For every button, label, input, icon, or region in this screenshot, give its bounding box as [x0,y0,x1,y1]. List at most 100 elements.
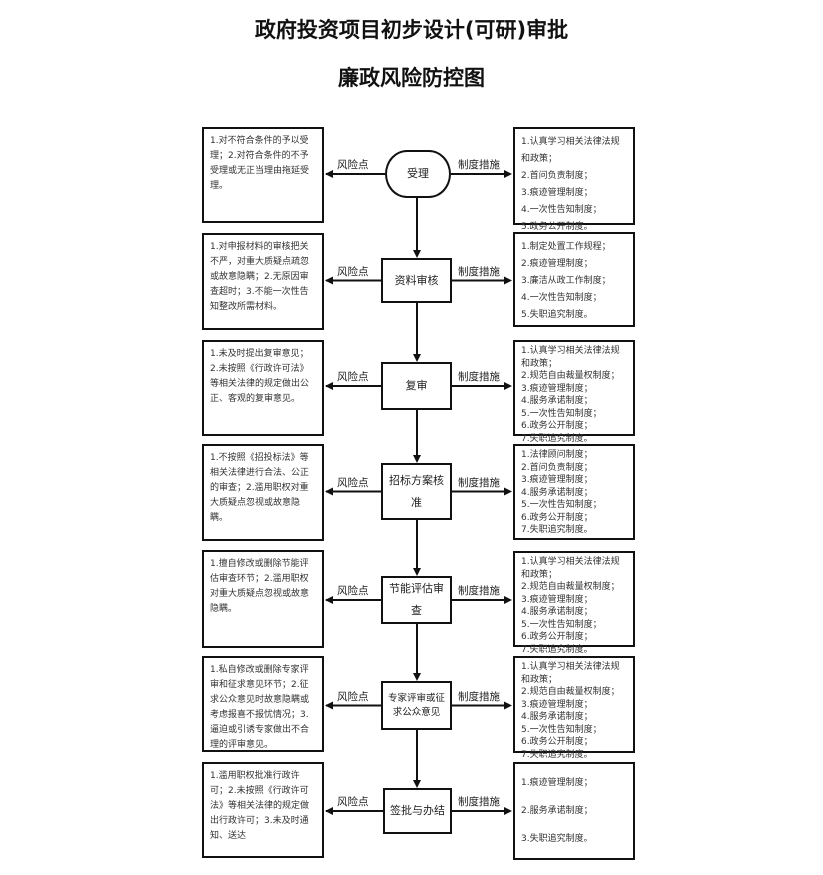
measure-item: 1.认真学习相关法律法规和政策； [521,137,620,164]
measures-box: 1.认真学习相关法律法规和政策； 2.首问负责制度； 3.痕迹管理制度； 4.一次性告… [513,127,635,232]
measure-item: 5.一次性告知制度； [521,724,602,735]
risk-arrowhead [325,596,333,604]
risk-box: 1.私自修改或删除专家评审和征求意见环节；2.征求公众意见时故意隐瞒或考虑报喜不… [202,656,324,752]
flow-arrowhead [413,780,421,788]
measure-item: 7.失职追究制度。 [521,525,593,535]
flow-arrowhead [413,250,421,258]
measure-item: 1.认真学习相关法律法规和政策； [521,662,620,685]
risk-arrowhead [325,276,333,285]
risk-label: 风险点 [337,159,369,171]
measure-item: 4.一次性告知制度； [521,293,602,303]
measure-item: 6.政务公开制度； [521,421,593,431]
measure-arrowhead [504,276,512,285]
measure-label: 制度措施 [458,371,500,383]
measure-item: 4.服务承诺制度； [521,487,593,498]
process-step: 资料审核 [381,258,452,303]
process-step: 签批与办结 [383,788,452,834]
risk-box: 1.滥用职权批准行政许可；2.未按照《行政许可法》等相关法律的规定做出行政许可；… [202,762,324,858]
process-step: 专家评审或征求公众意见 [381,681,452,730]
measure-item: 2.首问负责制度； [521,462,593,473]
process-step: 招标方案核准 [381,463,452,520]
risk-label: 风险点 [337,585,369,597]
measure-label: 制度措施 [458,476,500,489]
measure-item: 2.首问负责制度； [521,171,593,181]
risk-box: 1.不按照《招投标法》等相关法律进行合法、公正的审查；2.滥用职权对重大质疑点忽… [202,444,324,541]
measures-box: 1.认真学习相关法律法规和政策； 2.规范自由裁量权制度； 3.痕迹管理制度； 4.服… [513,656,635,760]
measure-item: 4.一次性告知制度； [521,205,602,215]
measure-item: 3.痕迹管理制度； [521,188,593,198]
measure-label: 制度措施 [458,159,500,171]
measure-item: 5.失职追究制度。 [521,310,593,320]
measure-item: 5.一次性告知制度； [521,408,602,419]
measures-box: 1.痕迹管理制度； 2.服务承诺制度； 3.失职追究制度。 [513,762,635,860]
flow-arrowhead [413,354,421,362]
measure-item: 3.痕迹管理制度； [521,383,593,394]
chart-subtitle: 廉政风险防控图 [338,66,485,90]
measure-item: 5.一次性告知制度； [521,500,602,510]
measure-arrowhead [504,596,512,604]
risk-label: 风险点 [337,796,369,808]
process-step: 复审 [381,362,452,410]
measure-arrowhead [504,170,512,178]
measure-item: 3.痕迹管理制度； [521,594,593,605]
flow-arrowhead [413,673,421,681]
risk-arrowhead [325,807,333,815]
measure-item: 2.规范自由裁量权制度； [521,687,620,697]
risk-box: 1.对申报材料的审核把关不严，对重大质疑点疏忽或故意隐瞒；2.无原因审查超时；3… [202,233,324,330]
measures-box: 1.认真学习相关法律法规和政策； 2.规范自由裁量权制度； 3.痕迹管理制度； 4.服… [513,551,635,655]
measure-item: 5.政务公开制度。 [521,222,593,232]
measure-item: 1.认真学习相关法律法规和政策； [521,346,620,369]
risk-label: 风险点 [337,476,369,489]
measure-item: 3.痕迹管理制度； [521,699,593,710]
measure-item: 7.失职追究制度。 [521,749,593,760]
measure-item: 5.一次性告知制度； [521,619,602,630]
flow-arrowhead [413,568,421,576]
risk-box: 1.未及时提出复审意见；2.未按照《行政许可法》等相关法律的规定做出公正、客观的… [202,340,324,436]
flow-arrowhead [413,455,421,463]
measure-item: 7.失职追究制度。 [521,644,593,655]
risk-arrowhead [325,170,333,178]
measure-item: 2.规范自由裁量权制度； [521,371,620,381]
measure-item: 3.失职追究制度。 [521,834,593,844]
risk-arrowhead [325,382,333,390]
risk-arrowhead [325,701,333,710]
chart-title: 政府投资项目初步设计(可研)审批 [254,18,569,42]
risk-label: 风险点 [337,690,369,703]
measure-item: 4.服务承诺制度； [521,396,593,406]
measures-box: 1.认真学习相关法律法规和政策； 2.规范自由裁量权制度； 3.痕迹管理制度； 4.服… [513,340,635,444]
measure-label: 制度措施 [458,690,500,703]
measure-item: 1.痕迹管理制度； [521,778,593,788]
measure-label: 制度措施 [458,585,500,597]
measure-item: 6.政务公开制度； [521,737,593,747]
measure-item: 4.服务承诺制度； [521,607,593,617]
measure-arrowhead [504,382,512,390]
measure-arrowhead [504,807,512,815]
risk-box: 1.擅自修改或删除节能评估审查环节；2.滥用职权对重大质疑点忽视或故意隐瞒。 [202,550,324,648]
process-step: 节能评估审查 [381,576,452,624]
process-step: 受理 [385,150,451,198]
risk-label: 风险点 [337,265,369,278]
measure-item: 4.服务承诺制度； [521,712,593,722]
risk-box: 1.对不符合条件的予以受理；2.对符合条件的不予受理或无正当理由拖延受理。 [202,127,324,223]
measure-item: 2.服务承诺制度； [521,806,593,816]
measure-item: 2.规范自由裁量权制度； [521,582,620,592]
measure-item: 1.制定处置工作规程； [521,242,611,252]
measure-label: 制度措施 [458,796,500,808]
risk-label: 风险点 [337,371,369,383]
measure-arrowhead [504,701,512,710]
measure-item: 2.痕迹管理制度； [521,259,593,269]
measure-arrowhead [504,487,512,496]
measure-item: 6.政务公开制度； [521,512,593,523]
measure-item: 1.认真学习相关法律法规和政策； [521,557,620,580]
measure-label: 制度措施 [458,265,500,278]
risk-arrowhead [325,487,333,496]
measure-item: 3.痕迹管理制度； [521,475,593,485]
measure-item: 3.廉洁从政工作制度； [521,276,611,286]
measure-item: 7.失职追究制度。 [521,433,593,444]
measure-item: 6.政务公开制度； [521,632,593,642]
measure-item: 1.法律顾问制度； [521,450,593,460]
measures-box: 1.制定处置工作规程； 2.痕迹管理制度； 3.廉洁从政工作制度； 4.一次性告知制度… [513,232,635,327]
measures-box: 1.法律顾问制度； 2.首问负责制度； 3.痕迹管理制度； 4.服务承诺制度； 5.一次… [513,444,635,540]
